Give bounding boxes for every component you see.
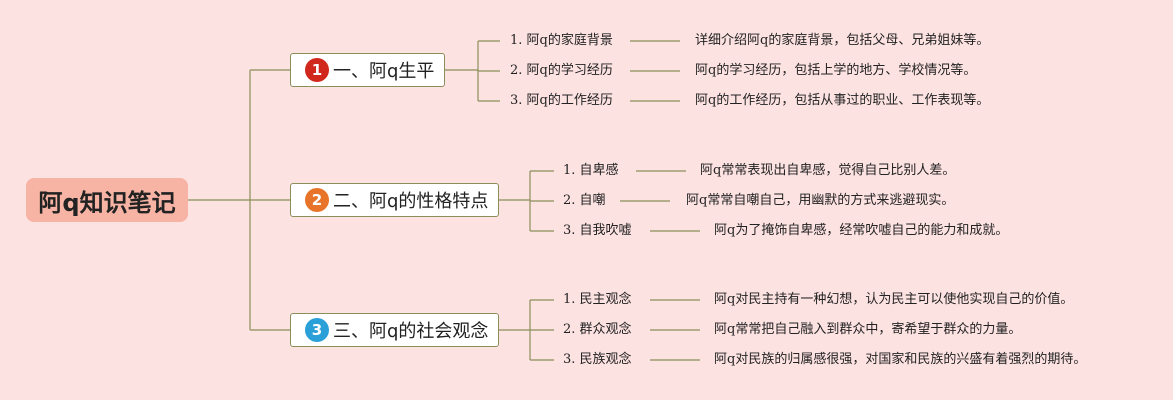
number-badge-1: 1 bbox=[305, 58, 329, 82]
leaf-2-1[interactable]: 1. 自卑感 bbox=[563, 163, 619, 178]
branch-label-3: 三、阿q的社会观念 bbox=[333, 321, 489, 342]
branch-label-2: 二、阿q的性格特点 bbox=[333, 191, 489, 212]
leaf-desc-1-1: 详细介绍阿q的家庭背景，包括父母、兄弟姐妹等。 bbox=[695, 33, 990, 48]
leaf-desc-1-3: 阿q的工作经历，包括从事过的职业、工作表现等。 bbox=[695, 93, 990, 108]
number-badge-2: 2 bbox=[305, 188, 329, 212]
branch-label-1: 一、阿q生平 bbox=[333, 61, 435, 82]
leaf-desc-2-3: 阿q为了掩饰自卑感，经常吹嘘自己的能力和成就。 bbox=[714, 223, 1009, 238]
branch-node-1[interactable]: 1 一、阿q生平 bbox=[290, 53, 445, 87]
root-title: 阿q知识笔记 bbox=[38, 188, 176, 217]
leaf-3-3[interactable]: 3. 民族观念 bbox=[563, 352, 632, 367]
root-node[interactable]: 阿q知识笔记 bbox=[26, 178, 188, 222]
leaf-desc-2-2: 阿q常常自嘲自己，用幽默的方式来逃避现实。 bbox=[686, 193, 955, 208]
leaf-2-3[interactable]: 3. 自我吹嘘 bbox=[563, 223, 632, 238]
branch-node-2[interactable]: 2 二、阿q的性格特点 bbox=[290, 183, 499, 217]
leaf-desc-3-2: 阿q常常把自己融入到群众中，寄希望于群众的力量。 bbox=[714, 322, 1022, 337]
leaf-desc-3-3: 阿q对民族的归属感很强，对国家和民族的兴盛有着强烈的期待。 bbox=[714, 352, 1087, 367]
number-badge-3: 3 bbox=[305, 318, 329, 342]
leaf-1-3[interactable]: 3. 阿q的工作经历 bbox=[510, 93, 613, 108]
leaf-1-2[interactable]: 2. 阿q的学习经历 bbox=[510, 63, 613, 78]
leaf-1-1[interactable]: 1. 阿q的家庭背景 bbox=[510, 33, 613, 48]
leaf-desc-3-1: 阿q对民主持有一种幻想，认为民主可以使他实现自己的价值。 bbox=[714, 292, 1074, 307]
leaf-3-2[interactable]: 2. 群众观念 bbox=[563, 322, 632, 337]
leaf-2-2[interactable]: 2. 自嘲 bbox=[563, 193, 606, 208]
leaf-desc-1-2: 阿q的学习经历，包括上学的地方、学校情况等。 bbox=[695, 63, 977, 78]
branch-node-3[interactable]: 3 三、阿q的社会观念 bbox=[290, 313, 499, 347]
leaf-3-1[interactable]: 1. 民主观念 bbox=[563, 292, 632, 307]
leaf-desc-2-1: 阿q常常表现出自卑感，觉得自己比别人差。 bbox=[700, 163, 956, 178]
